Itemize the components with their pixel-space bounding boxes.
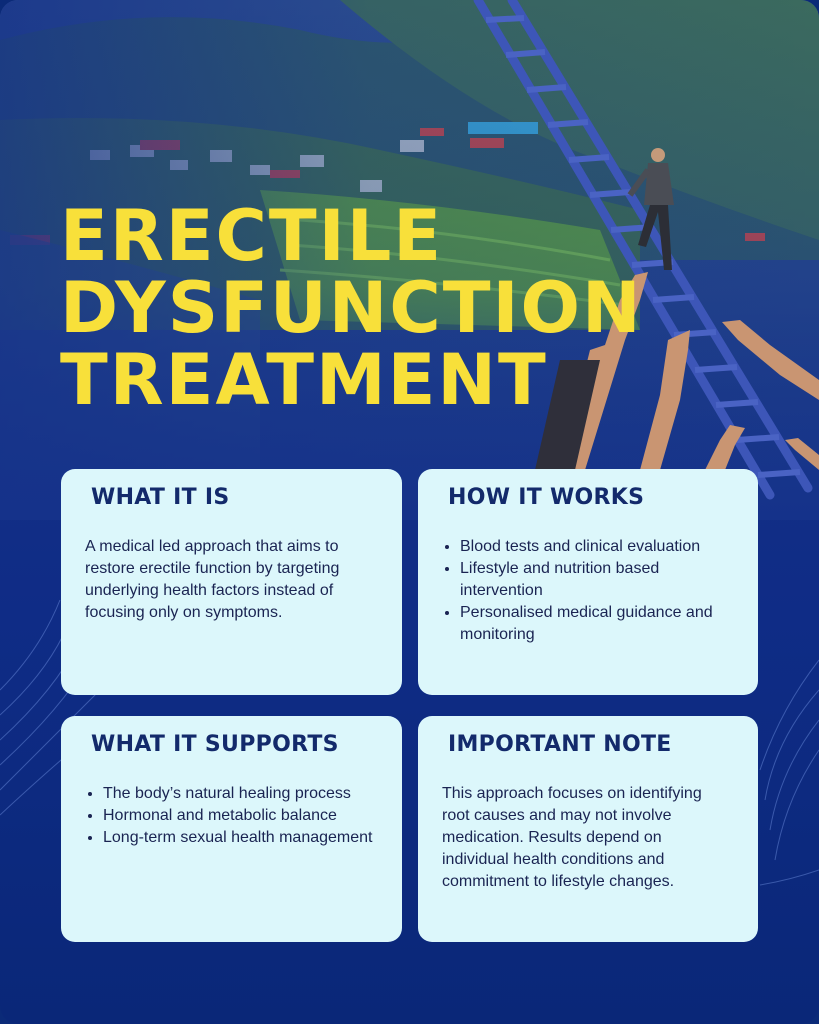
list-item: Hormonal and metabolic balance [103, 805, 374, 827]
card-list: The body’s natural healing process Hormo… [85, 783, 374, 849]
card-heading: WHAT IT IS [91, 485, 230, 510]
title-line-1: ERECTILE [60, 195, 444, 277]
title-line-2: DYSFUNCTION [60, 267, 643, 349]
page-title: ERECTILE DYSFUNCTION TREATMENT [60, 200, 643, 416]
list-item: Personalised medical guidance and monito… [460, 602, 730, 646]
card-how-it-works: HOW IT WORKS Blood tests and clinical ev… [418, 469, 758, 695]
card-heading: IMPORTANT NOTE [448, 732, 672, 757]
card-heading: WHAT IT SUPPORTS [91, 732, 339, 757]
card-important-note: IMPORTANT NOTE This approach focuses on … [418, 716, 758, 942]
card-what-it-supports: WHAT IT SUPPORTS The body’s natural heal… [61, 716, 402, 942]
list-item: Blood tests and clinical evaluation [460, 536, 730, 558]
list-item: Long-term sexual health management [103, 827, 374, 849]
card-text: A medical led approach that aims to rest… [85, 538, 340, 621]
card-text: This approach focuses on identifying roo… [442, 785, 702, 890]
list-item: The body’s natural healing process [103, 783, 374, 805]
card-what-it-is: WHAT IT IS A medical led approach that a… [61, 469, 402, 695]
hero-image [0, 0, 819, 520]
card-list: Blood tests and clinical evaluation Life… [442, 536, 730, 646]
title-line-3: TREATMENT [60, 339, 548, 421]
list-item: Lifestyle and nutrition based interventi… [460, 558, 730, 602]
card-heading: HOW IT WORKS [448, 485, 645, 510]
